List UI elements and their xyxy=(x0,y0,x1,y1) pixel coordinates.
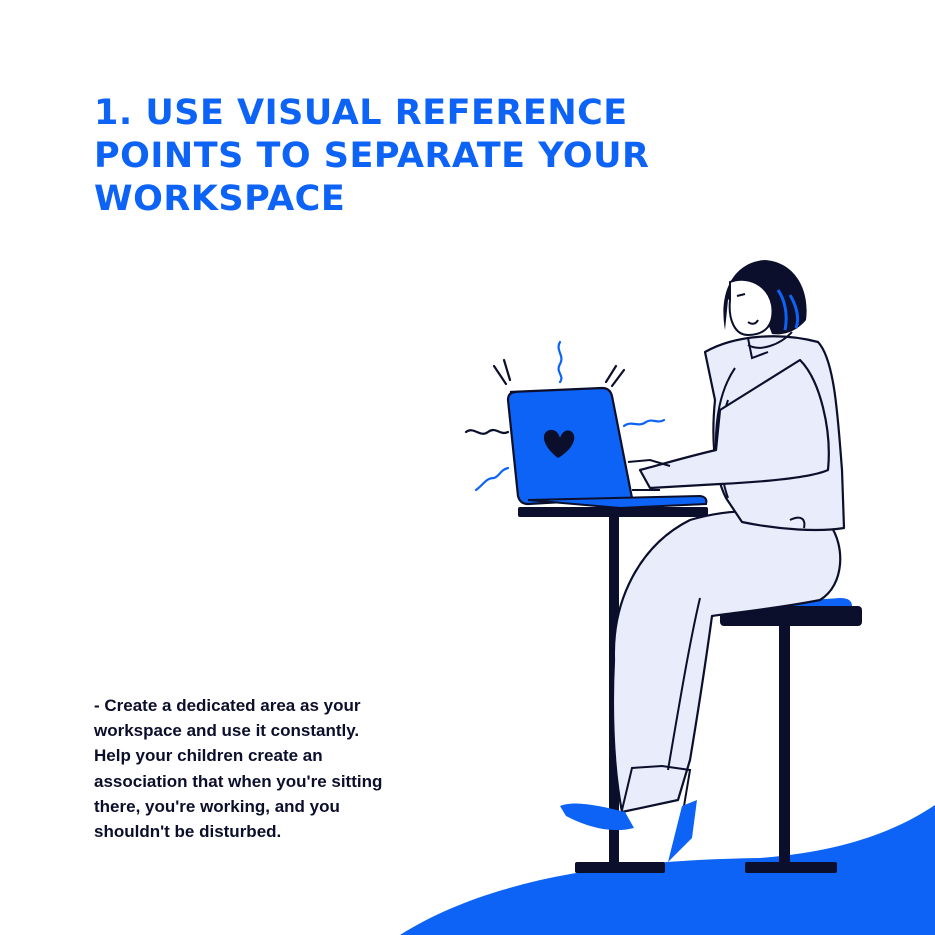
description-line: Help your children create an xyxy=(94,746,323,766)
description-line: shouldn't be disturbed. xyxy=(94,822,282,842)
description-line: workspace and use it constantly. xyxy=(94,721,360,741)
heart-icon xyxy=(543,429,575,458)
description-line: - Create a dedicated area as your xyxy=(94,696,361,715)
description-line: association that when you're sitting xyxy=(94,771,383,791)
stool xyxy=(720,598,862,873)
right-shoe xyxy=(668,800,697,862)
ground-shape xyxy=(400,805,935,935)
description-line: there, you're working, and you xyxy=(94,796,340,816)
laptop-icon xyxy=(506,386,708,510)
title-line: POINTS TO SEPARATE YOUR xyxy=(94,136,650,176)
excitement-lines xyxy=(464,340,666,492)
page-title: 1. USE VISUAL REFERENCE POINTS TO SEPARA… xyxy=(94,92,734,221)
title-line: WORKSPACE xyxy=(94,179,346,219)
left-shoe xyxy=(560,803,634,831)
title-line: 1. USE VISUAL REFERENCE xyxy=(94,93,628,133)
description-text: - Create a dedicated area as your worksp… xyxy=(94,693,454,844)
face xyxy=(728,278,774,337)
arm xyxy=(638,358,830,490)
